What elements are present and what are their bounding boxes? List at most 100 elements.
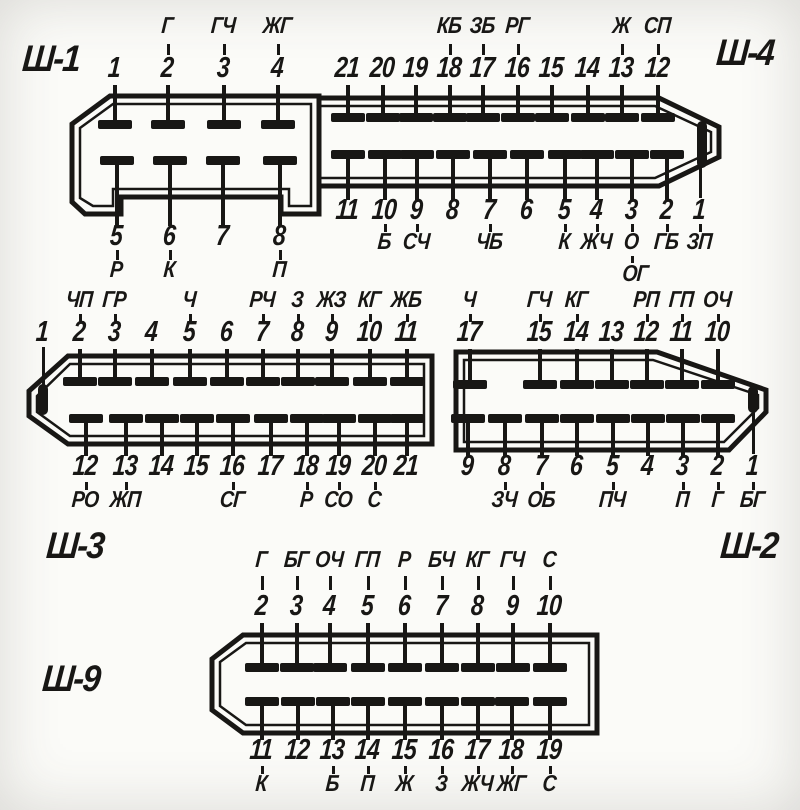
pin-stem: [403, 623, 407, 669]
leader-tick: [538, 314, 542, 322]
wire-code-sh3-5: Ч: [181, 286, 197, 312]
pin-number-sh4-5: 5: [556, 194, 572, 226]
pin-number-sh2-13: 13: [597, 316, 625, 348]
pin1-tip-contact-sh3: [38, 384, 48, 415]
pin-number-sh3-12: 12: [71, 450, 99, 482]
connector-body-sh9-inner: [218, 641, 591, 727]
wire-code-sh3-2: ЧП: [65, 286, 94, 312]
pin-leader-sh2-1: [751, 410, 755, 454]
pin-stem: [681, 421, 685, 456]
pin-number-sh9-11: 11: [248, 734, 274, 766]
pin-number-sh9-9: 9: [504, 590, 520, 622]
connector-body-sh1-inner: [78, 102, 313, 208]
leader-tick: [403, 576, 407, 590]
wire-code-sh2-12: РП: [632, 286, 660, 312]
wire-code-sh4-5: К: [557, 228, 571, 254]
wire-code-sh1-3: ГЧ: [210, 12, 237, 38]
pin-number-sh3-5: 5: [181, 316, 197, 348]
pin-contact: [358, 414, 392, 423]
pin-stem: [550, 85, 554, 119]
leader-tick: [296, 314, 300, 322]
pin-contact: [641, 113, 675, 122]
pin-stem: [337, 421, 341, 456]
wire-code-sh4-18: КБ: [436, 12, 463, 38]
wire-code-sh2-3: П: [674, 486, 690, 512]
pin-stem: [538, 349, 542, 386]
leader-tick: [448, 44, 452, 55]
pin-number-sh1-6: 6: [161, 220, 177, 252]
leader-tick: [366, 576, 370, 590]
pin-number-sh4-20: 20: [368, 52, 396, 84]
pin-number-sh9-8: 8: [469, 590, 485, 622]
pin-stem: [440, 704, 444, 740]
pin-stem: [610, 349, 614, 386]
pin-stem: [296, 349, 300, 383]
pin-contact: [580, 150, 614, 159]
leader-tick: [84, 482, 88, 490]
pin-contact: [281, 377, 315, 386]
pin-contact: [135, 377, 169, 386]
pin-number-sh9-19: 19: [535, 734, 563, 766]
pin-contact: [425, 697, 459, 706]
pin-number-sh4-21: 21: [333, 52, 361, 84]
pin-stem: [160, 421, 164, 456]
pin-stem: [305, 421, 309, 456]
pin-stem: [563, 157, 567, 200]
pin-number-sh9-5: 5: [359, 590, 375, 622]
connector-body-sh2-outer: [453, 349, 769, 453]
pin-number-sh9-12: 12: [283, 734, 311, 766]
pin-stem: [405, 349, 409, 383]
pin-number-sh4-3: 3: [623, 194, 639, 226]
pin-contact: [100, 156, 134, 165]
pin-stem: [476, 623, 480, 669]
pin-number-sh4-10: 10: [370, 194, 398, 226]
pin-stem: [166, 85, 170, 126]
leader-tick: [751, 482, 755, 490]
wire-code-sh2-14: КГ: [564, 286, 589, 312]
pin-number-sh9-13: 13: [318, 734, 346, 766]
pin-leader-sh3-1: [41, 347, 45, 386]
leader-tick: [510, 766, 514, 774]
wire-code-sh9-7: БЧ: [427, 546, 456, 572]
connector-label-sh1: Ш-1: [20, 38, 81, 79]
pin-stem: [278, 163, 282, 226]
pin-number-sh4-13: 13: [607, 52, 635, 84]
pin-stem: [276, 85, 280, 126]
leader-tick: [540, 482, 544, 490]
pin-number-sh4-16: 16: [503, 52, 531, 84]
pin-stem: [260, 704, 264, 740]
wire-code-sh1-6: К: [162, 256, 176, 282]
leader-tick: [331, 766, 335, 774]
wire-code-sh1-4: ЖГ: [261, 12, 293, 38]
leader-tick: [630, 256, 634, 263]
wire-code-sh3-7: РЧ: [248, 286, 276, 312]
wire-code2-sh4-3: ОГ: [621, 260, 649, 286]
leader-tick: [548, 766, 552, 774]
pin-contact: [98, 120, 132, 129]
pin-number-sh3-2: 2: [71, 316, 87, 348]
wire-code-sh3-13: ЖП: [108, 486, 142, 512]
pin-number-sh3-9: 9: [323, 316, 339, 348]
leader-tick: [503, 482, 507, 490]
wire-code-sh4-17: ЗБ: [468, 12, 496, 38]
leader-tick: [113, 314, 117, 322]
leader-tick: [681, 482, 685, 490]
pin-stem: [716, 421, 720, 456]
pin-number-sh2-4: 4: [639, 450, 655, 482]
pin-contact: [263, 156, 297, 165]
connector-label-sh9: Ш-9: [40, 658, 101, 699]
pin-contact: [63, 377, 97, 386]
leader-tick: [166, 44, 170, 55]
pin-number-sh4-9: 9: [408, 194, 424, 226]
wire-code-sh9-11: К: [254, 770, 268, 796]
pin-number-sh1-3: 3: [215, 52, 231, 84]
wire-code-sh4-7: ЧБ: [475, 228, 504, 254]
pin-stem: [476, 704, 480, 740]
pin-stem: [440, 623, 444, 669]
pin-number-sh9-18: 18: [497, 734, 525, 766]
wire-code-sh4-1: ЗП: [685, 228, 713, 254]
leader-tick: [716, 482, 720, 490]
wire-code-sh9-17: ЖЧ: [460, 770, 494, 796]
pin-contact: [390, 377, 424, 386]
pin-stem: [113, 85, 117, 126]
